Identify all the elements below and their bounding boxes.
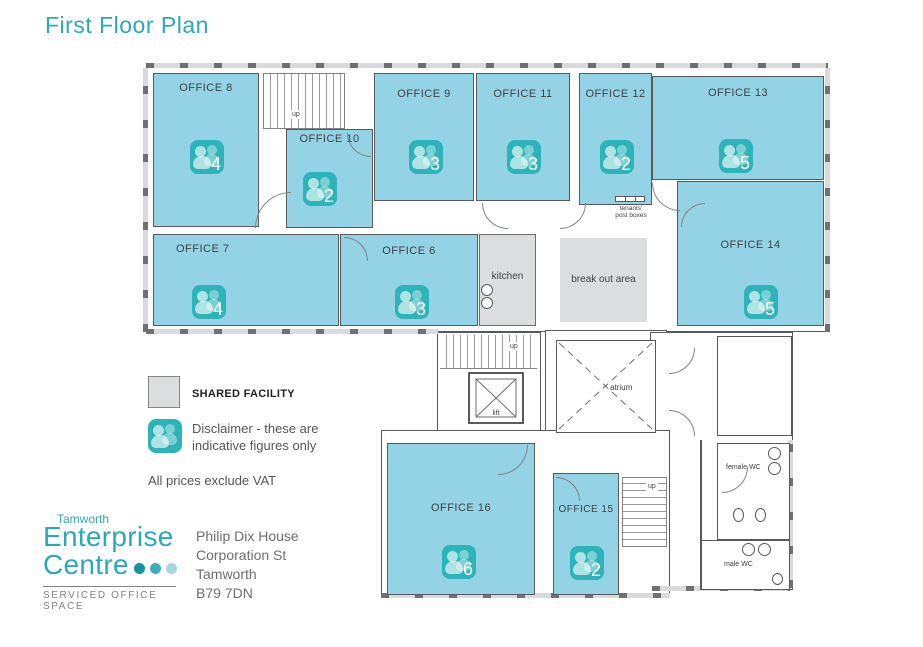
- people-icon: 5: [744, 285, 778, 319]
- wc-sink-icon: [742, 543, 755, 556]
- male-wc-label: male WC: [724, 561, 753, 568]
- lower-staircase: [622, 477, 667, 547]
- wc-sink-icon: [768, 447, 781, 460]
- capacity-count: 4: [212, 299, 223, 319]
- shaft-stairs: [440, 335, 537, 369]
- logo-dot-3: [165, 563, 177, 574]
- people-icon: 4: [192, 285, 226, 319]
- address-line: Corporation St: [196, 547, 287, 563]
- room-label: OFFICE 12: [585, 88, 646, 100]
- people-icon: 3: [409, 140, 443, 174]
- wc-toilet-icon: [772, 573, 783, 585]
- window-wall-top: [146, 63, 828, 68]
- logo-tagline: SERVICED OFFICE SPACE: [43, 586, 176, 612]
- breakout-area: break out area: [560, 238, 647, 322]
- room-label: OFFICE 6: [382, 245, 436, 257]
- people-icon: 6: [442, 545, 476, 579]
- logo-dot-1: [133, 563, 145, 574]
- lower-staircase-up-label: up: [646, 482, 658, 491]
- room-label: OFFICE 14: [720, 239, 781, 251]
- legend-shared-label: SHARED FACILITY: [192, 388, 295, 400]
- office-12-room: OFFICE 12 2: [579, 73, 652, 205]
- address-line: Tamworth: [196, 566, 257, 582]
- legend-disclaimer: Disclaimer - these are indicative figure…: [192, 421, 319, 453]
- room-label: OFFICE 15: [558, 504, 614, 515]
- room-label: OFFICE 8: [179, 82, 233, 94]
- window-wall-bottom-mid: [381, 593, 670, 598]
- atrium-cross-icon: [558, 342, 653, 430]
- wc-sink-icon: [768, 462, 781, 475]
- kitchen-room: kitchen: [479, 234, 536, 326]
- post-boxes-icon: [615, 196, 645, 202]
- room-label: OFFICE 13: [707, 87, 769, 99]
- capacity-count: 2: [323, 186, 334, 206]
- office-9-room: OFFICE 9 3: [374, 73, 474, 201]
- capacity-count: 5: [739, 153, 750, 173]
- people-icon: 4: [190, 140, 224, 174]
- logo-name-line1: Enterprise: [43, 521, 174, 552]
- capacity-count: 2: [620, 154, 631, 174]
- office-16-room: OFFICE 16 6: [387, 443, 535, 595]
- capacity-count: 3: [415, 299, 426, 319]
- capacity-count: 4: [210, 154, 221, 174]
- address-block: Philip Dix House Corporation St Tamworth…: [196, 527, 299, 603]
- unlabeled-room-outline: [717, 336, 792, 436]
- room-label: OFFICE 9: [397, 88, 451, 100]
- people-icon: 5: [719, 139, 753, 173]
- room-label: OFFICE 11: [493, 88, 553, 100]
- address-line: B79 7DN: [196, 585, 253, 601]
- top-staircase-up-label: up: [290, 110, 302, 119]
- room-label: OFFICE 7: [176, 243, 230, 255]
- people-icon: 2: [600, 140, 634, 174]
- window-wall-right-lower: [788, 440, 793, 588]
- legend-people-icon: [148, 419, 182, 453]
- lift-label: lift: [492, 410, 500, 417]
- logo-city: Tamworth: [57, 512, 110, 526]
- atrium: atrium: [556, 340, 656, 433]
- vat-note: All prices exclude VAT: [148, 473, 277, 488]
- room-label: OFFICE 16: [430, 502, 492, 514]
- office-11-room: OFFICE 11 3: [476, 73, 570, 201]
- logo-name-line2: Centre: [43, 549, 129, 580]
- top-staircase: [263, 73, 345, 129]
- post-boxes-label-2: post boxes: [615, 212, 647, 219]
- wc-sink-icon: [758, 543, 771, 556]
- kitchen-sink-icon: [481, 284, 493, 296]
- people-icon: 3: [507, 140, 541, 174]
- office-8-room: OFFICE 8 4: [153, 73, 259, 227]
- wc-divider-wall: [700, 440, 702, 590]
- capacity-count: 3: [429, 154, 440, 174]
- lift-cross-icon: [475, 378, 517, 418]
- capacity-count: 3: [527, 154, 538, 174]
- window-wall-left: [143, 68, 148, 332]
- people-icon: 3: [395, 285, 429, 319]
- logo-dot-2: [149, 563, 161, 574]
- people-icon: 2: [570, 546, 604, 580]
- post-boxes-label-1: tenants': [619, 205, 643, 212]
- kitchen-sink-icon: [481, 297, 493, 309]
- wc-toilet-icon: [733, 508, 744, 522]
- room-label: OFFICE 10: [299, 133, 360, 145]
- window-wall-right-upper: [825, 68, 830, 332]
- window-wall-bottom-left: [146, 329, 438, 334]
- people-icon: 2: [303, 172, 337, 206]
- breakout-label: break out area: [571, 274, 636, 285]
- atrium-label: atrium: [609, 383, 634, 392]
- kitchen-label: kitchen: [491, 271, 524, 282]
- capacity-count: 2: [590, 560, 601, 580]
- legend-shared-swatch: [148, 376, 180, 408]
- wc-toilet-icon: [755, 508, 766, 522]
- page-title: First Floor Plan: [45, 12, 209, 38]
- capacity-count: 5: [764, 299, 775, 319]
- capacity-count: 6: [462, 559, 473, 579]
- shaft-up-label: up: [508, 342, 520, 351]
- office-7-room: OFFICE 7 4: [153, 234, 339, 326]
- logo-name-line2-row: Centre: [43, 551, 177, 579]
- address-line: Philip Dix House: [196, 528, 299, 544]
- office-13-room: OFFICE 13 5: [652, 76, 824, 180]
- lift-shaft: lift: [468, 372, 524, 424]
